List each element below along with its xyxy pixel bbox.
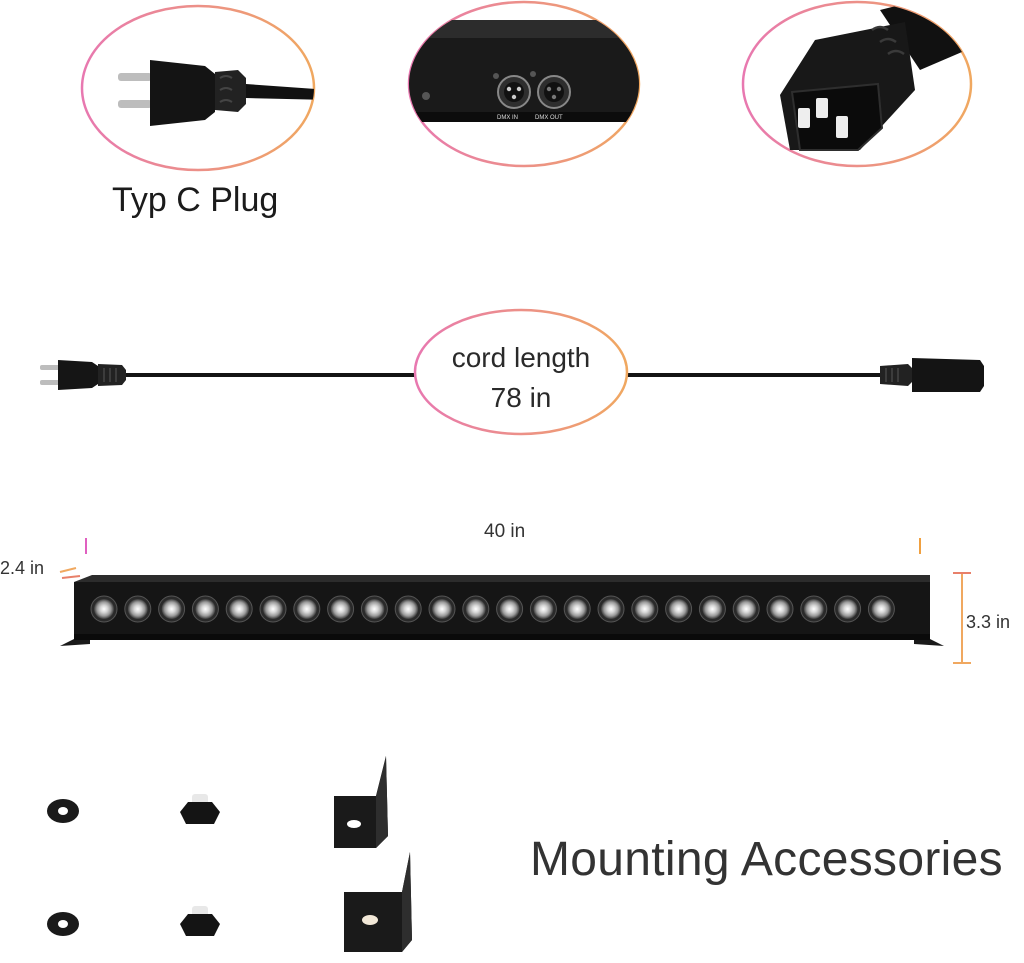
led-lens: [601, 599, 621, 619]
led-lens: [330, 599, 351, 619]
cord-length-text: cord length 78 in: [411, 338, 631, 418]
cord-length-line2: 78 in: [490, 382, 552, 413]
height-dimension-line: [953, 572, 971, 664]
led-lens: [668, 599, 689, 619]
dmx-out-label: DMX OUT: [535, 115, 563, 121]
led-lens: [229, 599, 250, 619]
mounting-accessories-label: Mounting Accessories: [530, 833, 1003, 886]
cord-length-callout: [413, 308, 629, 436]
length-label: 40 in: [484, 521, 526, 542]
led-lens: [634, 599, 655, 619]
led-lens: [736, 599, 757, 619]
led-lens: [127, 599, 148, 619]
led-lens: [499, 599, 520, 619]
led-lens: [263, 599, 283, 619]
iec-connector-closeup: [741, 0, 973, 168]
led-lens: [770, 599, 790, 619]
dmx-in-label: DMX IN: [497, 115, 518, 121]
height-label: 3.3 in: [966, 612, 1011, 632]
led-lens: [398, 599, 419, 619]
led-lens: [567, 599, 588, 619]
led-lens: [432, 599, 452, 619]
led-lens: [702, 599, 723, 619]
led-lens: [465, 599, 486, 619]
led-lens: [803, 599, 824, 619]
mounting-accessories-illustration: [47, 756, 412, 952]
depth-dimension-marker: [59, 567, 81, 579]
led-lens: [364, 599, 385, 619]
length-dimension-line: [85, 538, 921, 554]
plug-closeup: [80, 4, 316, 172]
led-lens: [195, 599, 216, 619]
led-row: [90, 595, 895, 623]
led-lens: [533, 599, 554, 619]
led-bar: [60, 575, 944, 646]
led-lens: [161, 599, 182, 619]
depth-label: 2.4 in: [0, 558, 45, 578]
led-lens: [94, 599, 114, 619]
plug-type-label: Typ C Plug: [112, 181, 279, 219]
dmx-port-closeup: [407, 0, 641, 168]
cord-length-line1: cord length: [451, 342, 591, 373]
led-lens: [837, 599, 858, 619]
power-cord: [40, 358, 984, 392]
led-lens: [296, 599, 317, 619]
led-lens: [871, 599, 892, 619]
